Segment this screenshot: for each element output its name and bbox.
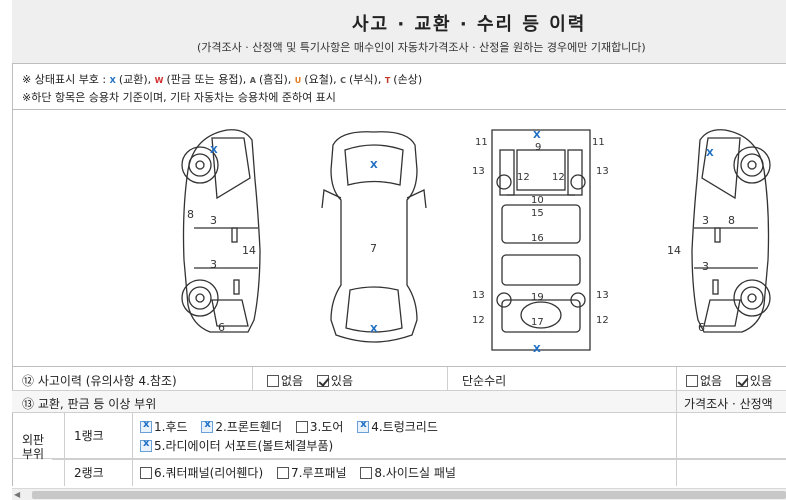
car-diagram: X 8 3 3 14 6 X 7 X bbox=[12, 109, 786, 367]
left-label-3a: 3 bbox=[210, 214, 217, 227]
rank1-item-trunk-lid[interactable]: 4.트렁크리드 bbox=[357, 418, 438, 435]
rank2-row: 2랭크 6.쿼터패널(리어휀다) 7.루프패널 8.사이드실 패널 bbox=[12, 459, 786, 486]
rank1-item-hood[interactable]: 1.후드 bbox=[140, 418, 188, 435]
legend: ※ 상태표시 부호 : X(교환), W(판금 또는 용접), A(흠집), U… bbox=[22, 71, 422, 106]
right-x-mark-hood: X bbox=[706, 148, 714, 159]
rank2-label: 2랭크 bbox=[74, 466, 104, 480]
rank2-item-side-sill-panel[interactable]: 8.사이드실 패널 bbox=[360, 464, 456, 481]
under-label-13d: 13 bbox=[596, 290, 609, 301]
page-frame bbox=[12, 0, 786, 486]
under-label-13a: 13 bbox=[472, 166, 485, 177]
car-left-side-view bbox=[181, 129, 261, 333]
legend-text-scratch: (흠집), bbox=[258, 73, 292, 86]
under-label-9: 9 bbox=[535, 142, 541, 153]
outer-panel-label: 외판 부위 bbox=[22, 433, 45, 461]
under-x-mark-rear: X bbox=[533, 344, 541, 355]
left-x-mark-hood: X bbox=[210, 145, 218, 156]
legend-line-1: ※ 상태표시 부호 : X(교환), W(판금 또는 용접), A(흠집), U… bbox=[22, 71, 422, 89]
accident-yes-checkbox[interactable] bbox=[316, 375, 329, 387]
legend-text-damage: (손상) bbox=[393, 73, 423, 86]
legend-symbol-u: U bbox=[294, 76, 302, 85]
under-label-11b: 11 bbox=[592, 137, 605, 148]
under-x-mark-front: X bbox=[533, 130, 541, 141]
horizontal-scrollbar[interactable]: ◀ bbox=[12, 488, 786, 500]
accident-history-label: ⑫ 사고이력 (유의사항 4.참조) bbox=[22, 374, 177, 388]
legend-symbol-x: X bbox=[109, 76, 116, 85]
simple-none-checkbox[interactable] bbox=[686, 375, 698, 387]
exchange-header-row: ⑬ 교환, 판금 등 이상 부위 가격조사 · 산정액 bbox=[12, 391, 786, 413]
rank1-item-door[interactable]: 3.도어 bbox=[295, 418, 343, 435]
price-assessment-label: 가격조사 · 산정액 bbox=[684, 397, 773, 411]
right-label-3b: 3 bbox=[702, 260, 709, 273]
legend-text-dent: (요철), bbox=[304, 73, 337, 86]
under-label-11a: 11 bbox=[475, 137, 488, 148]
simple-yes-checkbox[interactable] bbox=[735, 375, 748, 387]
under-label-12a: 12 bbox=[517, 172, 530, 183]
legend-text-corrosion: (부식), bbox=[349, 73, 382, 86]
rank2-item-roof-panel[interactable]: 7.루프패널 bbox=[276, 464, 347, 481]
under-label-12c: 12 bbox=[472, 315, 485, 326]
under-label-12b: 12 bbox=[552, 172, 565, 183]
scroll-left-arrow-icon[interactable]: ◀ bbox=[14, 490, 21, 499]
rank1-label: 1랭크 bbox=[74, 429, 104, 443]
right-label-14: 14 bbox=[667, 244, 681, 257]
simple-repair-label: 단순수리 bbox=[462, 374, 507, 388]
right-label-6: 6 bbox=[698, 321, 705, 334]
car-diagram-svg: X 8 3 3 14 6 X 7 X bbox=[181, 129, 771, 355]
car-top-view bbox=[321, 131, 427, 343]
accident-options: 없음 있음 bbox=[267, 372, 363, 389]
under-label-19: 19 bbox=[531, 292, 544, 303]
under-label-12d: 12 bbox=[596, 315, 609, 326]
car-underbody-view bbox=[491, 129, 591, 351]
legend-prefix: ※ 상태표시 부호 : bbox=[22, 73, 107, 86]
right-label-3a: 3 bbox=[702, 214, 709, 227]
top-label-7: 7 bbox=[370, 242, 377, 255]
simple-yes-option[interactable]: 있음 bbox=[735, 372, 772, 389]
rank1-item-radiator-support[interactable]: 5.라디에이터 서포트(볼트체결부품) bbox=[140, 437, 333, 454]
rank1-row: 외판 부위 1랭크 1.후드 2.프론트휀더 3.도어 4.트렁크리드 5.라디… bbox=[12, 413, 786, 486]
legend-line-2: ※하단 항목은 승용차 기준이며, 기타 자동차는 승용차에 준하여 표시 bbox=[22, 91, 336, 104]
under-label-15: 15 bbox=[531, 208, 544, 219]
rank1-items-line2: 5.라디에이터 서포트(볼트체결부품) bbox=[140, 437, 343, 454]
top-x-mark-trunk: X bbox=[370, 324, 378, 335]
under-label-17: 17 bbox=[531, 317, 544, 328]
legend-symbol-w: W bbox=[154, 76, 164, 85]
rank1-items-line1: 1.후드 2.프론트휀더 3.도어 4.트렁크리드 bbox=[140, 418, 448, 435]
under-label-13c: 13 bbox=[472, 290, 485, 301]
rank2-items: 6.쿼터패널(리어휀다) 7.루프패널 8.사이드실 패널 bbox=[140, 464, 466, 481]
left-gutter bbox=[0, 0, 12, 500]
page-subtitle: (가격조사 · 산정액 및 특기사항은 매수인이 자동차가격조사 · 산정을 원… bbox=[197, 41, 646, 54]
simple-none-option[interactable]: 없음 bbox=[686, 372, 722, 389]
left-label-6: 6 bbox=[218, 321, 225, 334]
car-right-side-view bbox=[691, 129, 771, 333]
page-title: 사고 · 교환 · 수리 등 이력 bbox=[352, 14, 587, 35]
accident-none-option[interactable]: 없음 bbox=[267, 372, 303, 389]
left-label-3b: 3 bbox=[210, 258, 217, 271]
legend-symbol-c: C bbox=[340, 76, 346, 85]
legend-text-exchange: (교환), bbox=[118, 73, 152, 86]
legend-symbol-t: T bbox=[384, 76, 391, 85]
under-label-10: 10 bbox=[531, 195, 544, 206]
rank1-item-front-fender[interactable]: 2.프론트휀더 bbox=[201, 418, 282, 435]
accident-yes-option[interactable]: 있음 bbox=[316, 372, 353, 389]
legend-text-weld: (판금 또는 용접), bbox=[166, 73, 247, 86]
left-label-8: 8 bbox=[187, 208, 194, 221]
left-label-14: 14 bbox=[242, 244, 256, 257]
rank2-item-quarter-panel[interactable]: 6.쿼터패널(리어휀다) bbox=[140, 464, 263, 481]
under-label-13b: 13 bbox=[596, 166, 609, 177]
scrollbar-thumb[interactable] bbox=[32, 491, 786, 499]
accident-none-checkbox[interactable] bbox=[267, 375, 279, 387]
accident-history-row: ⑫ 사고이력 (유의사항 4.참조) 없음 있음 단순수리 없음 있음 bbox=[12, 367, 786, 391]
top-x-mark-hood: X bbox=[370, 160, 378, 171]
legend-symbol-a: A bbox=[249, 76, 256, 85]
exchange-label: ⑬ 교환, 판금 등 이상 부위 bbox=[22, 397, 157, 411]
simple-repair-options: 없음 있음 bbox=[686, 372, 782, 389]
page-header: 사고 · 교환 · 수리 등 이력 (가격조사 · 산정액 및 특기사항은 매수… bbox=[12, 0, 786, 64]
right-label-8: 8 bbox=[728, 214, 735, 227]
under-label-16: 16 bbox=[531, 233, 544, 244]
